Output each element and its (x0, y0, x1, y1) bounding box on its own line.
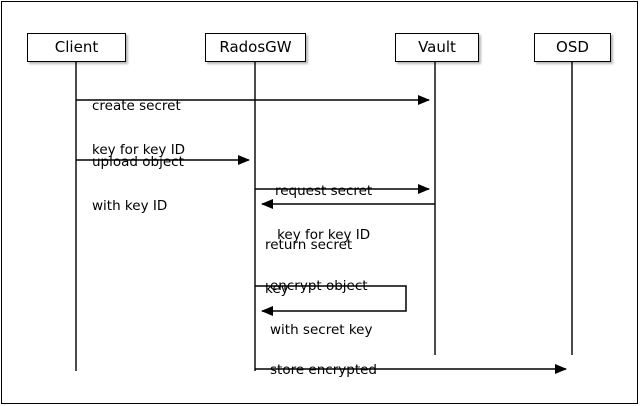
message-label-line: store encrypted (270, 362, 377, 379)
participant-label-client: Client (54, 38, 99, 56)
message-label-request-secret-key: request secret key for key ID (275, 155, 372, 272)
participant-label-radosgw: RadosGW (219, 38, 292, 56)
participant-radosgw[interactable]: RadosGW (205, 33, 306, 62)
lifelines (75, 62, 573, 371)
participant-osd[interactable]: OSD (534, 33, 611, 62)
message-label-store-encrypted-object: store encrypted object (270, 334, 377, 406)
participant-vault[interactable]: Vault (395, 33, 479, 62)
message-label-return-secret-key: return secret key (265, 209, 352, 326)
message-label-upload-object: upload object with key ID (92, 126, 184, 243)
participant-label-vault: Vault (418, 38, 456, 56)
message-label-line: key for key ID (277, 226, 371, 243)
message-label-encrypt-object: encrypt object with secret key (270, 250, 372, 367)
participant-label-osd: OSD (556, 38, 589, 56)
message-label-line: upload object (92, 154, 184, 171)
message-label-line: create secret (92, 98, 181, 115)
message-label-line: request secret (275, 183, 373, 200)
message-arrows (76, 95, 567, 374)
message-label-line: key (265, 280, 289, 297)
message-label-line: encrypt object (270, 278, 368, 295)
participant-client[interactable]: Client (27, 33, 126, 62)
arrow-encrypt-object-self (255, 285, 407, 316)
message-label-line: with secret key (270, 321, 373, 338)
message-label-line: key for key ID (92, 141, 186, 158)
message-label-line: with key ID (92, 197, 168, 214)
message-label-line: return secret (265, 237, 353, 254)
message-label-create-secret-key: create secret key for key ID (92, 70, 185, 187)
